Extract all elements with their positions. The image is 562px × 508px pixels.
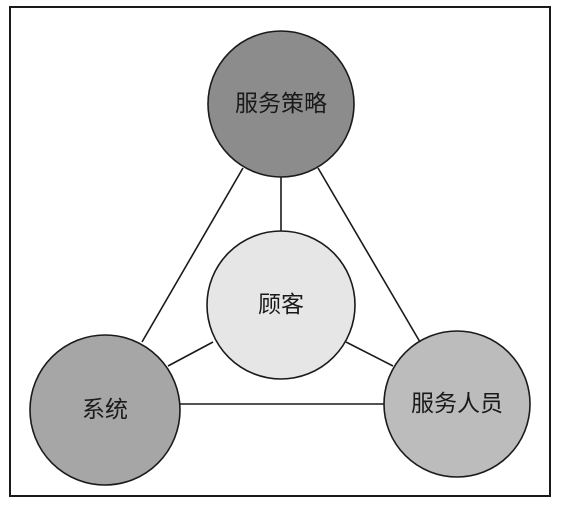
edge-top-right [317,167,421,343]
node-top-circle [207,30,355,178]
node-top: 服务策略 [207,30,355,178]
edge-center-right [345,341,394,367]
node-center-label: 顾客 [258,292,304,318]
node-left-label: 系统 [82,397,128,423]
node-right-label: 服务人员 [411,391,503,417]
edge-top-left [141,167,244,343]
node-left-circle [29,334,181,486]
node-left: 系统 [29,334,181,486]
node-top-label: 服务策略 [235,91,327,117]
node-center-circle [206,230,356,380]
node-right-circle [383,330,531,478]
node-center: 顾客 [206,230,356,380]
edge-center-left [167,341,214,367]
node-right: 服务人员 [383,330,531,478]
connectors [141,167,421,405]
